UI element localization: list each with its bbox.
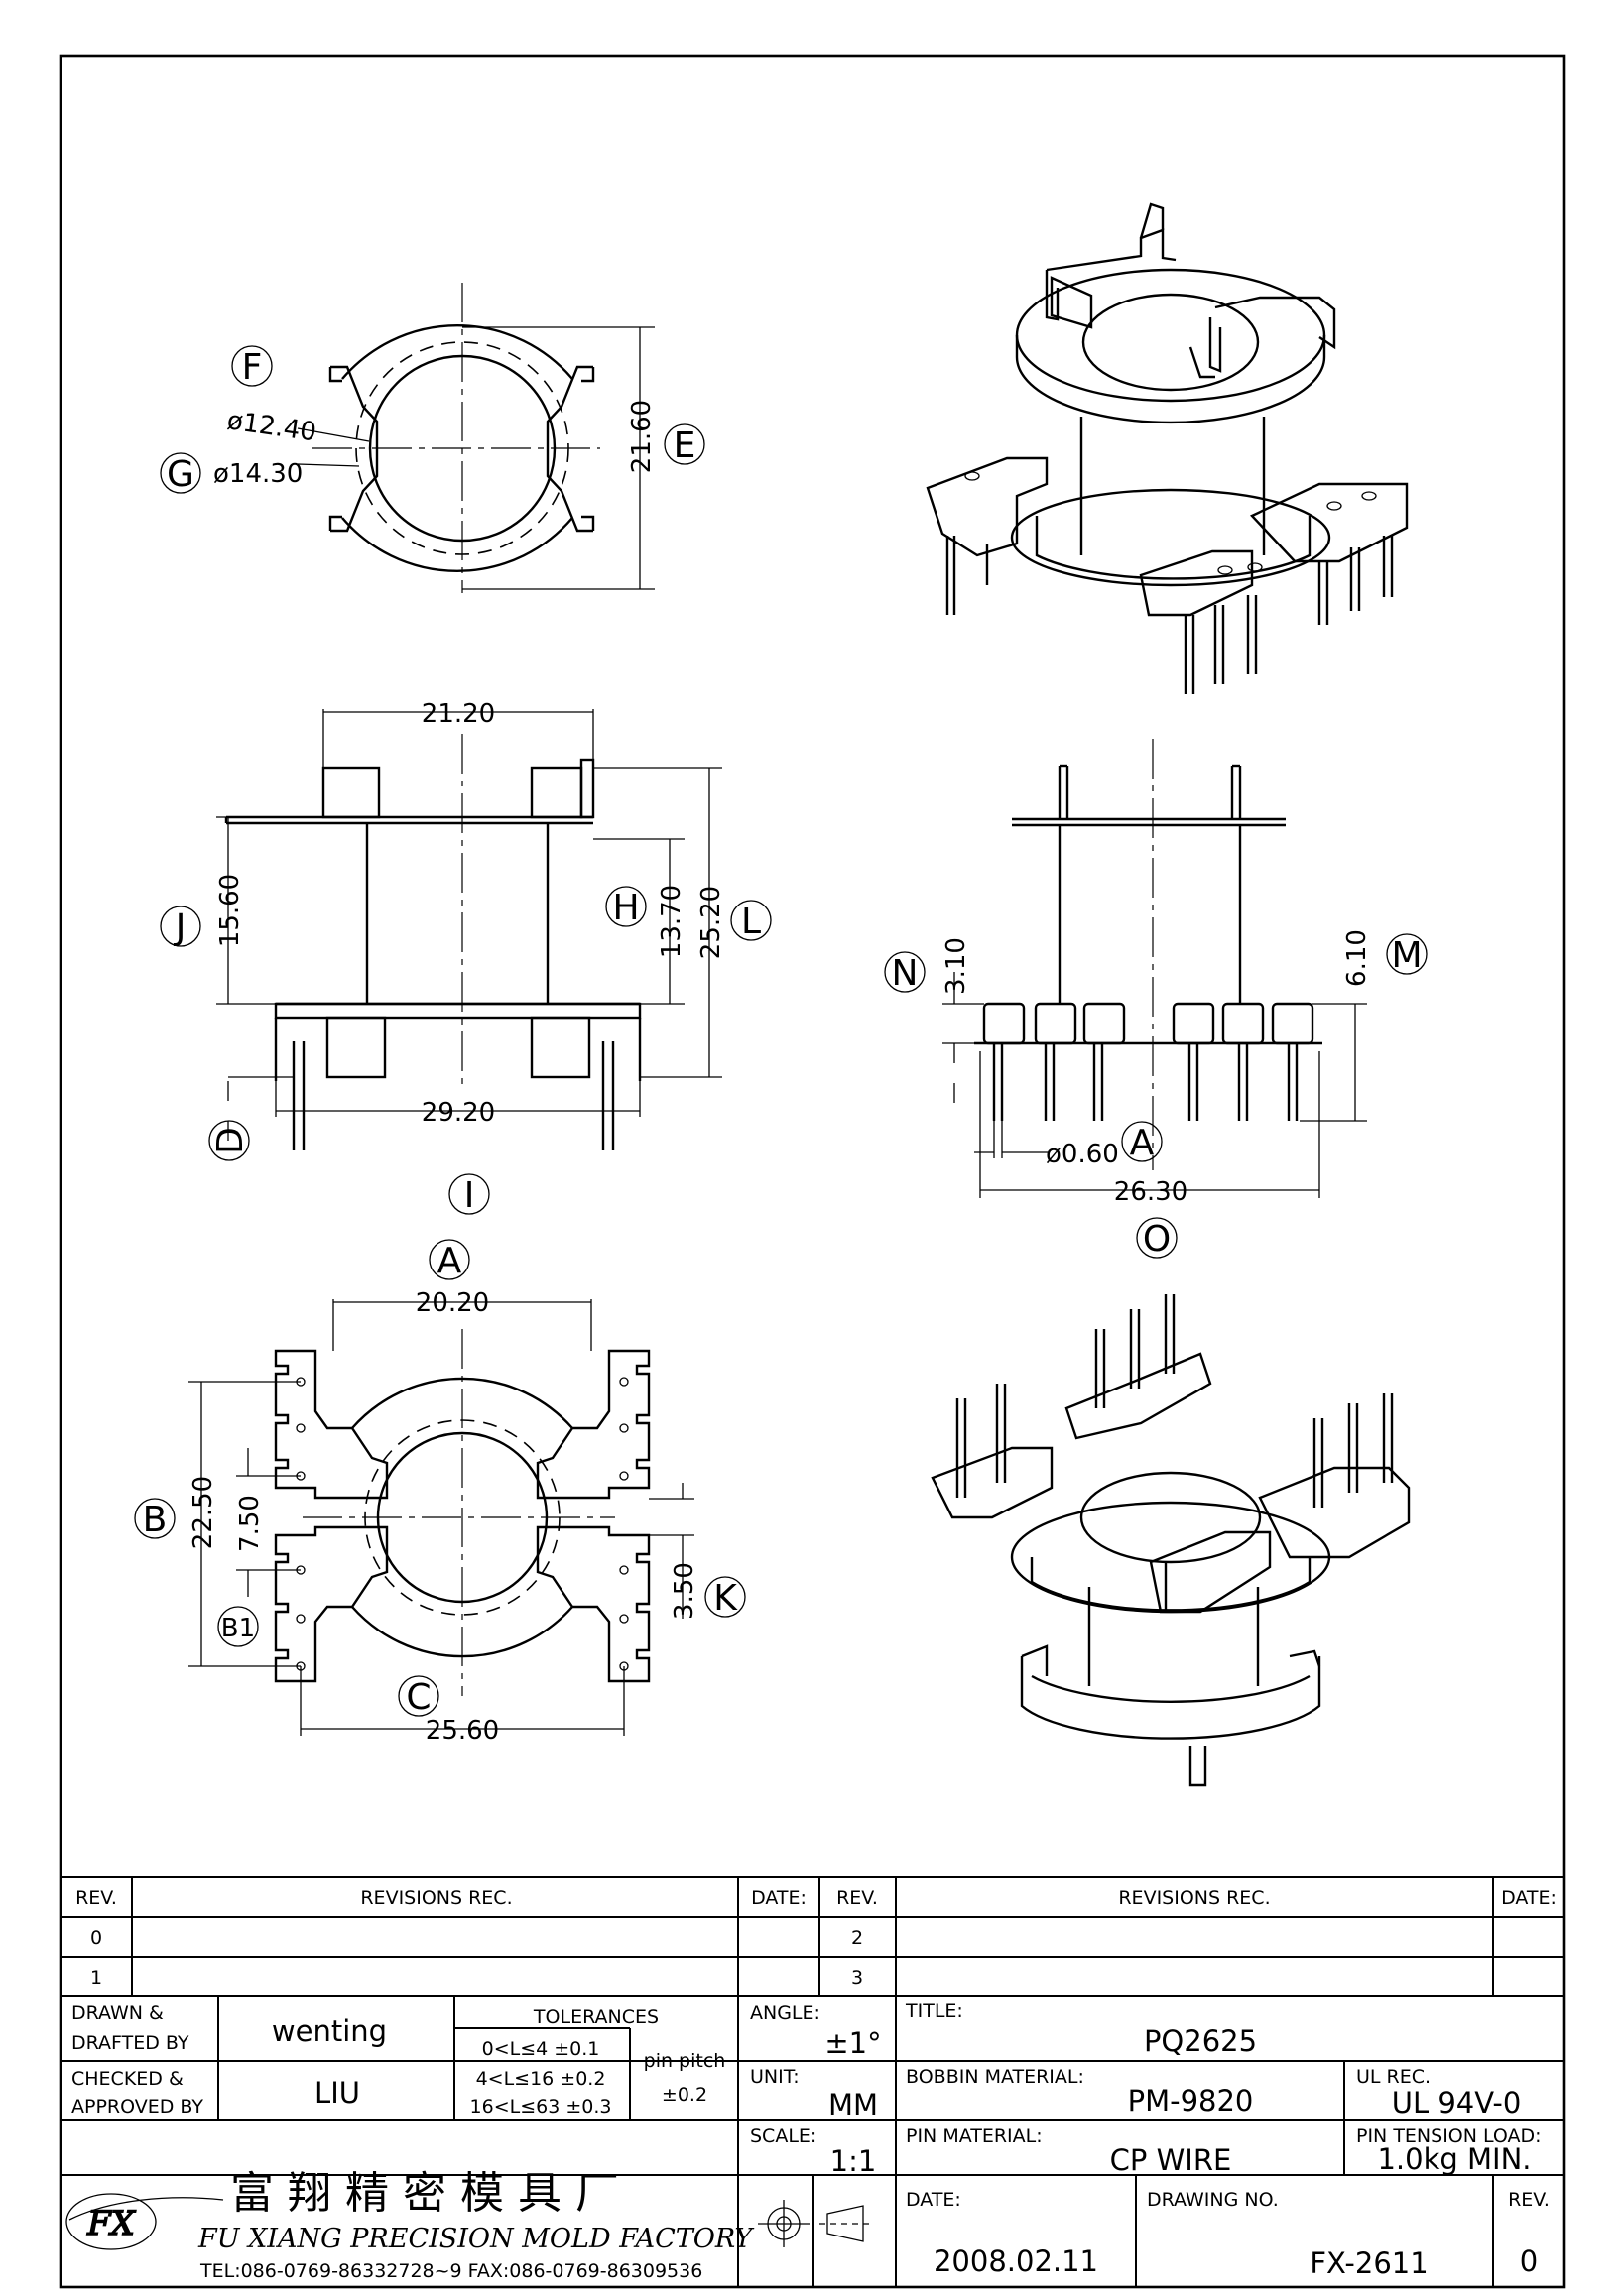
drawing-frame	[59, 54, 1566, 2289]
dim-m: 6.10	[1342, 929, 1372, 987]
label-i: I	[464, 1175, 475, 1216]
tolerance-row-1: 0<L≤4 ±0.1	[482, 2038, 600, 2060]
label-h: H	[612, 888, 639, 928]
company-name-en: FU XIANG PRECISION MOLD FACTORY	[197, 2224, 754, 2254]
front-view: 21.20 15.60 13.70 25.20 29.20 J H L D I	[160, 699, 772, 1216]
rev-row-0: 0	[90, 1927, 102, 1949]
ul-rec-value: UL 94V-0	[1392, 2086, 1522, 2119]
dim-d-outer: ø14.30	[213, 459, 303, 489]
ul-rec-label: UL REC.	[1356, 2066, 1431, 2088]
rev-row-3: 3	[851, 1967, 863, 1989]
pin-material-label: PIN MATERIAL:	[906, 2125, 1043, 2147]
label-l: L	[741, 902, 761, 942]
angle-label: ANGLE:	[750, 2002, 820, 2024]
unit-label: UNIT:	[750, 2066, 800, 2088]
tolerances-label: TOLERANCES	[533, 2006, 659, 2028]
pin-pitch-value: ±0.2	[662, 2084, 707, 2106]
label-g: G	[167, 454, 194, 495]
rev-header-right: REV.	[836, 1887, 878, 1909]
dim-l: 25.20	[696, 886, 726, 959]
label-a-bottom: A	[437, 1241, 462, 1281]
drawn-by: wenting	[272, 2014, 387, 2048]
side-view: 3.10 6.10 ø0.60 26.30 N M A O	[884, 739, 1428, 1260]
pin-pitch-label: pin pitch	[644, 2050, 726, 2072]
rev-row-2: 2	[851, 1927, 863, 1949]
rev-row-1: 1	[90, 1967, 102, 1989]
isometric-view-top	[926, 202, 1409, 694]
dim-width: 26.30	[1114, 1177, 1187, 1207]
label-j: J	[174, 907, 187, 948]
projection-symbol-icon	[758, 2200, 873, 2247]
scale-value: 1:1	[830, 2144, 877, 2178]
scale-label: SCALE:	[750, 2125, 816, 2147]
dim-k: 3.50	[670, 1562, 699, 1620]
pin-tension-label: PIN TENSION LOAD:	[1356, 2125, 1542, 2147]
label-a-side: A	[1130, 1123, 1155, 1163]
dim-b: 22.50	[188, 1476, 218, 1549]
rev-header-left: REV.	[75, 1887, 117, 1909]
checked-label-1: CHECKED &	[71, 2068, 184, 2090]
pin-material-value: CP WIRE	[1110, 2143, 1232, 2177]
drawing-no-label: DRAWING NO.	[1147, 2189, 1279, 2211]
pin-tension-value: 1.0kg MIN.	[1377, 2142, 1531, 2176]
bobbin-material-value: PM-9820	[1128, 2084, 1254, 2117]
label-d: D	[210, 1127, 251, 1154]
label-o: O	[1143, 1219, 1171, 1260]
date-value: 2008.02.11	[934, 2244, 1098, 2278]
top-view: 21.60 ø12.40 ø14.30 F G E	[160, 283, 705, 593]
tolerance-row-3: 16<L≤63 ±0.3	[470, 2096, 612, 2117]
company-logo-icon: FX	[65, 2193, 224, 2250]
tolerance-row-2: 4<L≤16 ±0.2	[476, 2068, 606, 2090]
rev-value: 0	[1520, 2244, 1538, 2278]
bobbin-material-label: BOBBIN MATERIAL:	[906, 2066, 1084, 2088]
dim-c: 25.60	[426, 1716, 499, 1746]
label-f: F	[242, 347, 263, 388]
isometric-view-bottom	[931, 1294, 1411, 1787]
checked-by: LIU	[314, 2076, 360, 2110]
date-label: DATE:	[906, 2189, 961, 2211]
title-value: PQ2625	[1144, 2024, 1257, 2058]
dim-j: 15.60	[215, 874, 245, 947]
label-n: N	[892, 953, 919, 994]
label-e: E	[674, 425, 696, 466]
title-label: TITLE:	[905, 2000, 963, 2022]
dim-d-inner: ø12.40	[225, 406, 318, 447]
drawing-no-value: FX-2611	[1310, 2246, 1428, 2280]
unit-value: MM	[828, 2088, 878, 2121]
dim-bottom-width: 29.20	[422, 1098, 495, 1128]
revisions-header-left: REVISIONS REC.	[360, 1887, 512, 1909]
dim-b1: 7.50	[235, 1495, 265, 1552]
drawn-label-1: DRAWN &	[71, 2002, 164, 2024]
drawn-label-2: DRAFTED BY	[71, 2032, 189, 2054]
label-k: K	[713, 1578, 738, 1619]
label-b1: B1	[221, 1614, 255, 1643]
company-name-cn: 富翔精密模具厂	[230, 2168, 633, 2219]
checked-label-2: APPROVED BY	[71, 2096, 203, 2117]
dim-pin-dia: ø0.60	[1046, 1140, 1119, 1169]
dim-h: 13.70	[657, 885, 687, 958]
label-c: C	[406, 1677, 431, 1718]
label-m: M	[1391, 935, 1422, 976]
dim-a: 20.20	[416, 1288, 489, 1318]
date-header-right: DATE:	[1501, 1887, 1557, 1909]
dim-n: 3.10	[941, 937, 971, 995]
bottom-view: 20.20 22.50 7.50 3.50 25.60 A B B1 C K	[134, 1239, 746, 1746]
dim-height: 21.60	[627, 400, 657, 473]
angle-value: ±1°	[824, 2026, 881, 2060]
company-contact: TEL:086-0769-86332728~9 FAX:086-0769-863…	[199, 2260, 702, 2282]
dim-top-width: 21.20	[422, 699, 495, 729]
rev-label: REV.	[1508, 2189, 1550, 2211]
revisions-header-right: REVISIONS REC.	[1118, 1887, 1270, 1909]
date-header-left: DATE:	[751, 1887, 807, 1909]
title-block: REV. REVISIONS REC. DATE: REV. REVISIONS…	[61, 1876, 1564, 2287]
label-b: B	[143, 1500, 168, 1540]
